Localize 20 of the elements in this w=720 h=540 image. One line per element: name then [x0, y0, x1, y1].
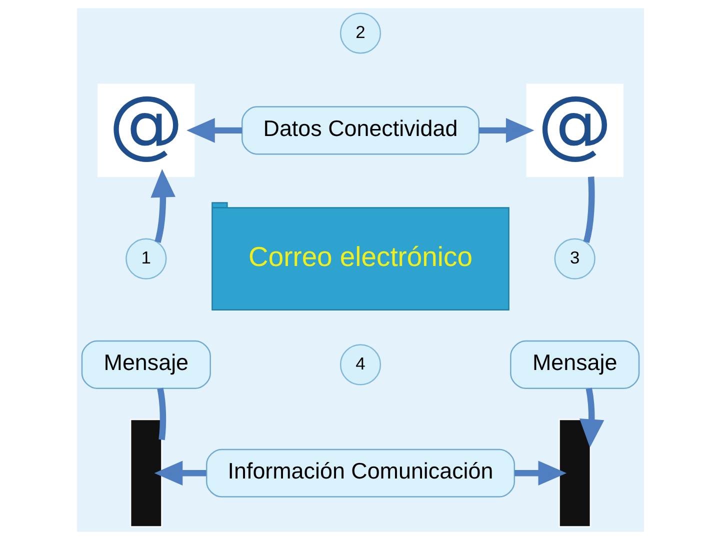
connector	[582, 176, 594, 243]
node-box: Información Comunicación	[205, 448, 515, 498]
node-circle: 4	[339, 344, 381, 386]
node-box: Datos Conectividad	[241, 106, 479, 155]
node-box: @	[526, 84, 623, 178]
arrow	[478, 118, 534, 143]
node-circle: 2	[339, 12, 381, 54]
node-circle: 1	[125, 238, 166, 280]
node-person	[558, 418, 591, 528]
arrow	[154, 460, 206, 486]
node-box: Mensaje	[510, 340, 640, 389]
arrow	[514, 460, 566, 486]
arrow	[578, 388, 604, 448]
arrow	[186, 118, 242, 143]
node-circle: 3	[554, 238, 595, 280]
node-box: Mensaje	[80, 340, 210, 389]
node-person	[129, 418, 162, 528]
connector	[156, 388, 166, 440]
node-box: @	[97, 84, 194, 178]
arrow	[150, 169, 175, 243]
